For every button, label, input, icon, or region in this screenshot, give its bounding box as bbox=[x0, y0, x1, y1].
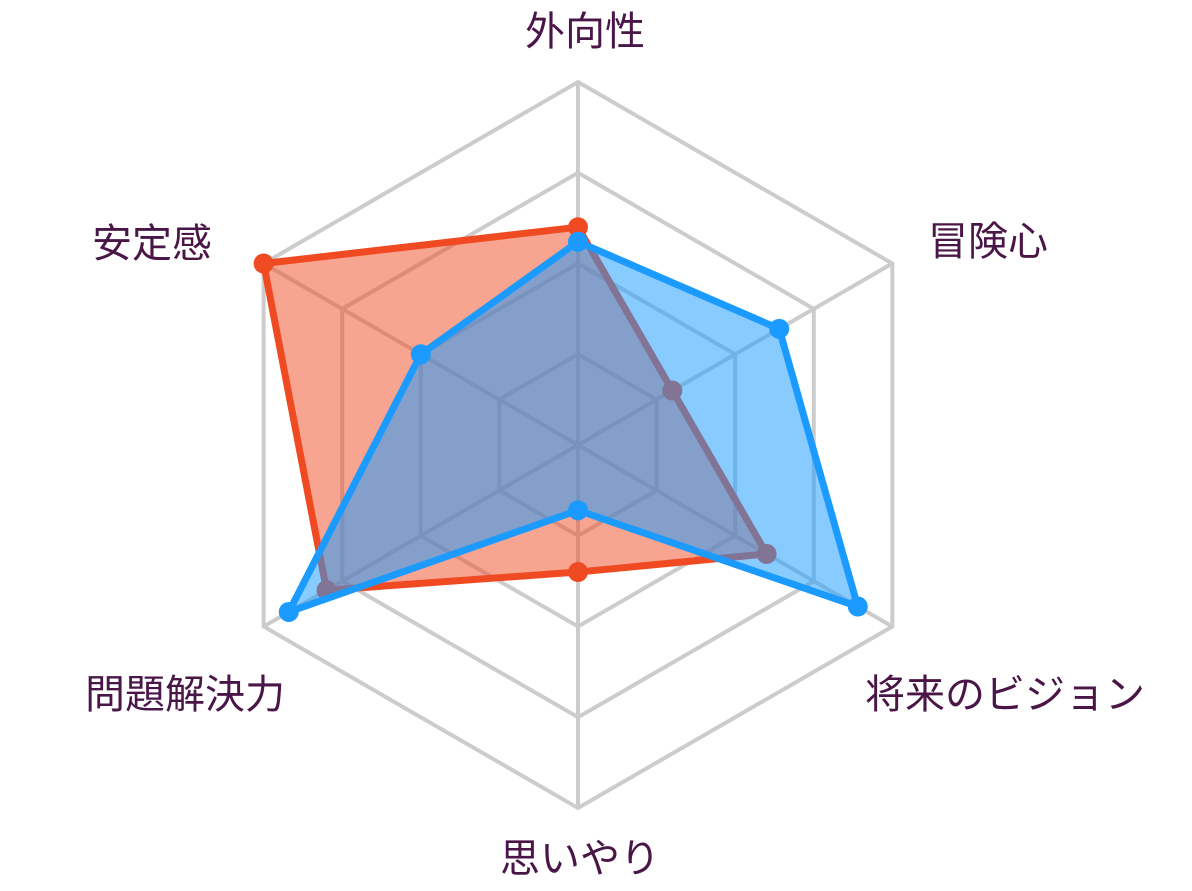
data-point-1-1 bbox=[568, 217, 588, 238]
axis-label: 外向性 bbox=[525, 9, 645, 55]
data-point-2-2 bbox=[769, 318, 790, 339]
data-point-2-1 bbox=[568, 231, 588, 252]
series-2 bbox=[278, 231, 868, 622]
axis-label: 将来のビジョン bbox=[865, 672, 1145, 718]
axis-label: 問題解決力 bbox=[85, 672, 285, 718]
data-point-2-3 bbox=[847, 596, 868, 617]
data-point-1-4 bbox=[568, 562, 588, 583]
axis-label: 冒険心 bbox=[928, 219, 1048, 265]
data-point-2-5 bbox=[278, 601, 299, 622]
series-layer bbox=[253, 217, 868, 622]
axis-label: 安定感 bbox=[92, 221, 212, 267]
data-point-2-4 bbox=[568, 500, 588, 521]
data-point-2-6 bbox=[410, 344, 431, 365]
axis-label: 思いやり bbox=[500, 836, 660, 882]
data-point-1-6 bbox=[253, 253, 274, 274]
